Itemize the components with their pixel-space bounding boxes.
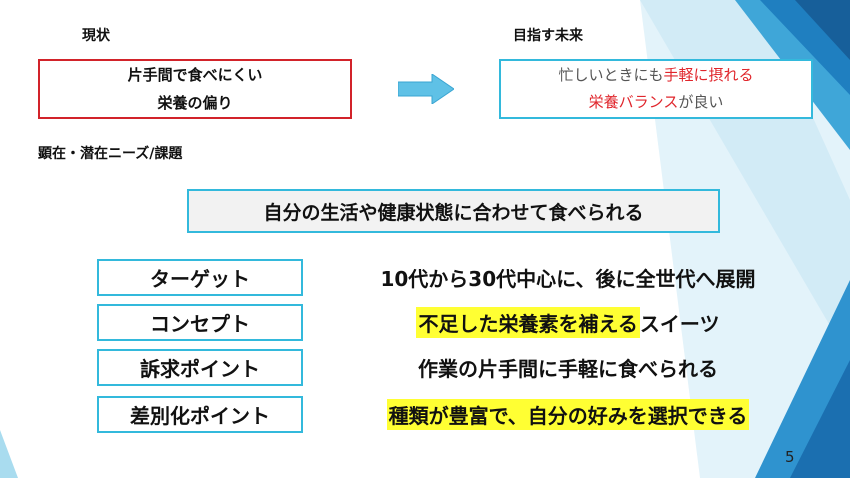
- row-value-differentiation-highlight: 種類が豊富で、自分の好みを選択できる: [386, 399, 750, 430]
- future-box: 忙しいときにも手軽に摂れる 栄養バランスが良い: [499, 59, 813, 119]
- needs-label: 顕在・潜在ニーズ/課題: [38, 146, 183, 162]
- future-line-2-a: 栄養バランス: [588, 93, 679, 111]
- right-arrow-icon: [398, 74, 454, 104]
- row-label-target: ターゲット: [97, 259, 303, 296]
- row-value-concept: 不足した栄養素を補えるスイーツ: [323, 304, 813, 341]
- current-line-1: 片手間で食べにくい: [127, 66, 263, 84]
- future-line-2-b: が良い: [678, 93, 724, 111]
- subtitle-text: 自分の生活や健康状態に合わせて食べられる: [263, 201, 644, 224]
- future-line-1-b: 手軽に摂れる: [663, 66, 754, 84]
- future-line-2: 栄養バランスが良い: [589, 89, 724, 116]
- row-label-appeal: 訴求ポイント: [97, 349, 303, 386]
- row-value-target-text: 10代から30代中心に、後に全世代へ展開: [380, 267, 756, 291]
- future-line-1-a: 忙しいときにも: [558, 66, 664, 84]
- row-value-concept-rest: スイーツ: [639, 312, 720, 336]
- row-value-appeal: 作業の片手間に手軽に食べられる: [323, 349, 813, 386]
- row-label-differentiation: 差別化ポイント: [97, 396, 303, 433]
- row-value-appeal-text: 作業の片手間に手軽に食べられる: [418, 357, 718, 381]
- page-number: 5: [785, 448, 795, 466]
- future-line-1: 忙しいときにも手軽に摂れる: [558, 62, 753, 89]
- row-label-concept: コンセプト: [97, 304, 303, 341]
- current-line-2: 栄養の偏り: [157, 94, 233, 112]
- subtitle-box: 自分の生活や健康状態に合わせて食べられる: [187, 189, 720, 233]
- current-box: 片手間で食べにくい 栄養の偏り: [38, 59, 352, 119]
- row-value-target: 10代から30代中心に、後に全世代へ展開: [323, 259, 813, 296]
- current-label: 現状: [82, 28, 110, 44]
- row-value-concept-highlight: 不足した栄養素を補える: [416, 307, 640, 338]
- row-value-differentiation: 種類が豊富で、自分の好みを選択できる: [323, 396, 813, 433]
- future-label: 目指す未来: [513, 28, 583, 44]
